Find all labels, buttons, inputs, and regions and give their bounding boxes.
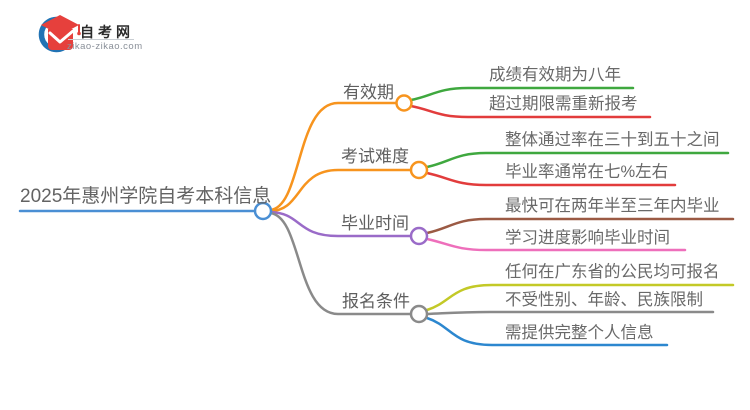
logo-title: 自考网 <box>80 24 134 40</box>
branch-label-difficulty: 考试难度 <box>341 147 409 166</box>
graduation-cap-icon <box>38 15 81 53</box>
logo-domain: zikao-zikao.com <box>67 41 143 52</box>
subitem-label-difficulty-2: 毕业率通常在七%左右 <box>505 163 669 181</box>
subitem-line-requirements-2 <box>425 310 715 316</box>
branch-node-circle-difficulty[interactable] <box>409 160 429 180</box>
branch-line-difficulty <box>268 168 413 213</box>
subitem-line-difficulty-1 <box>425 151 730 169</box>
branch-line-requirements <box>268 211 413 316</box>
subitem-label-difficulty-1: 整体通过率在三十到五十之间 <box>505 131 720 149</box>
branch-line-validity <box>268 101 398 212</box>
logo[interactable]: 自考网 zikao-zikao.com <box>30 8 180 60</box>
subitem-line-graduation-1 <box>425 217 735 235</box>
subitem-label-validity-2: 超过期限需重新报考 <box>489 95 638 113</box>
branch-node-circle-requirements[interactable] <box>409 304 429 324</box>
subitem-label-requirements-1: 任何在广东省的公民均可报名 <box>505 263 720 281</box>
subitem-line-validity-1 <box>409 86 635 102</box>
subitem-line-graduation-2 <box>425 237 687 252</box>
branch-node-circle-validity[interactable] <box>395 94 413 112</box>
subitem-line-validity-2 <box>409 104 652 119</box>
branch-label-validity: 有效期 <box>343 83 394 102</box>
subitem-label-validity-1: 成绩有效期为八年 <box>489 66 621 84</box>
subitem-label-graduation-1: 最快可在两年半至三年内毕业 <box>505 197 720 215</box>
subitem-line-difficulty-2 <box>425 171 677 187</box>
subitem-label-graduation-2: 学习进度影响毕业时间 <box>505 229 670 247</box>
root-node-circle[interactable] <box>253 201 273 221</box>
subitem-label-requirements-2: 不受性别、年龄、民族限制 <box>505 291 703 309</box>
subitem-line-requirements-1 <box>425 283 735 312</box>
subitem-label-requirements-3: 需提供完整个人信息 <box>505 324 654 342</box>
root-node-label: 2025年惠州学院自考本科信息 <box>20 186 272 207</box>
subitem-line-requirements-3 <box>425 316 669 347</box>
branch-label-graduation: 毕业时间 <box>341 214 409 233</box>
branch-line-graduation-time <box>268 210 413 238</box>
branch-label-requirements: 报名条件 <box>342 292 410 311</box>
branch-node-circle-graduation[interactable] <box>409 226 429 246</box>
logo-divider <box>68 39 134 40</box>
